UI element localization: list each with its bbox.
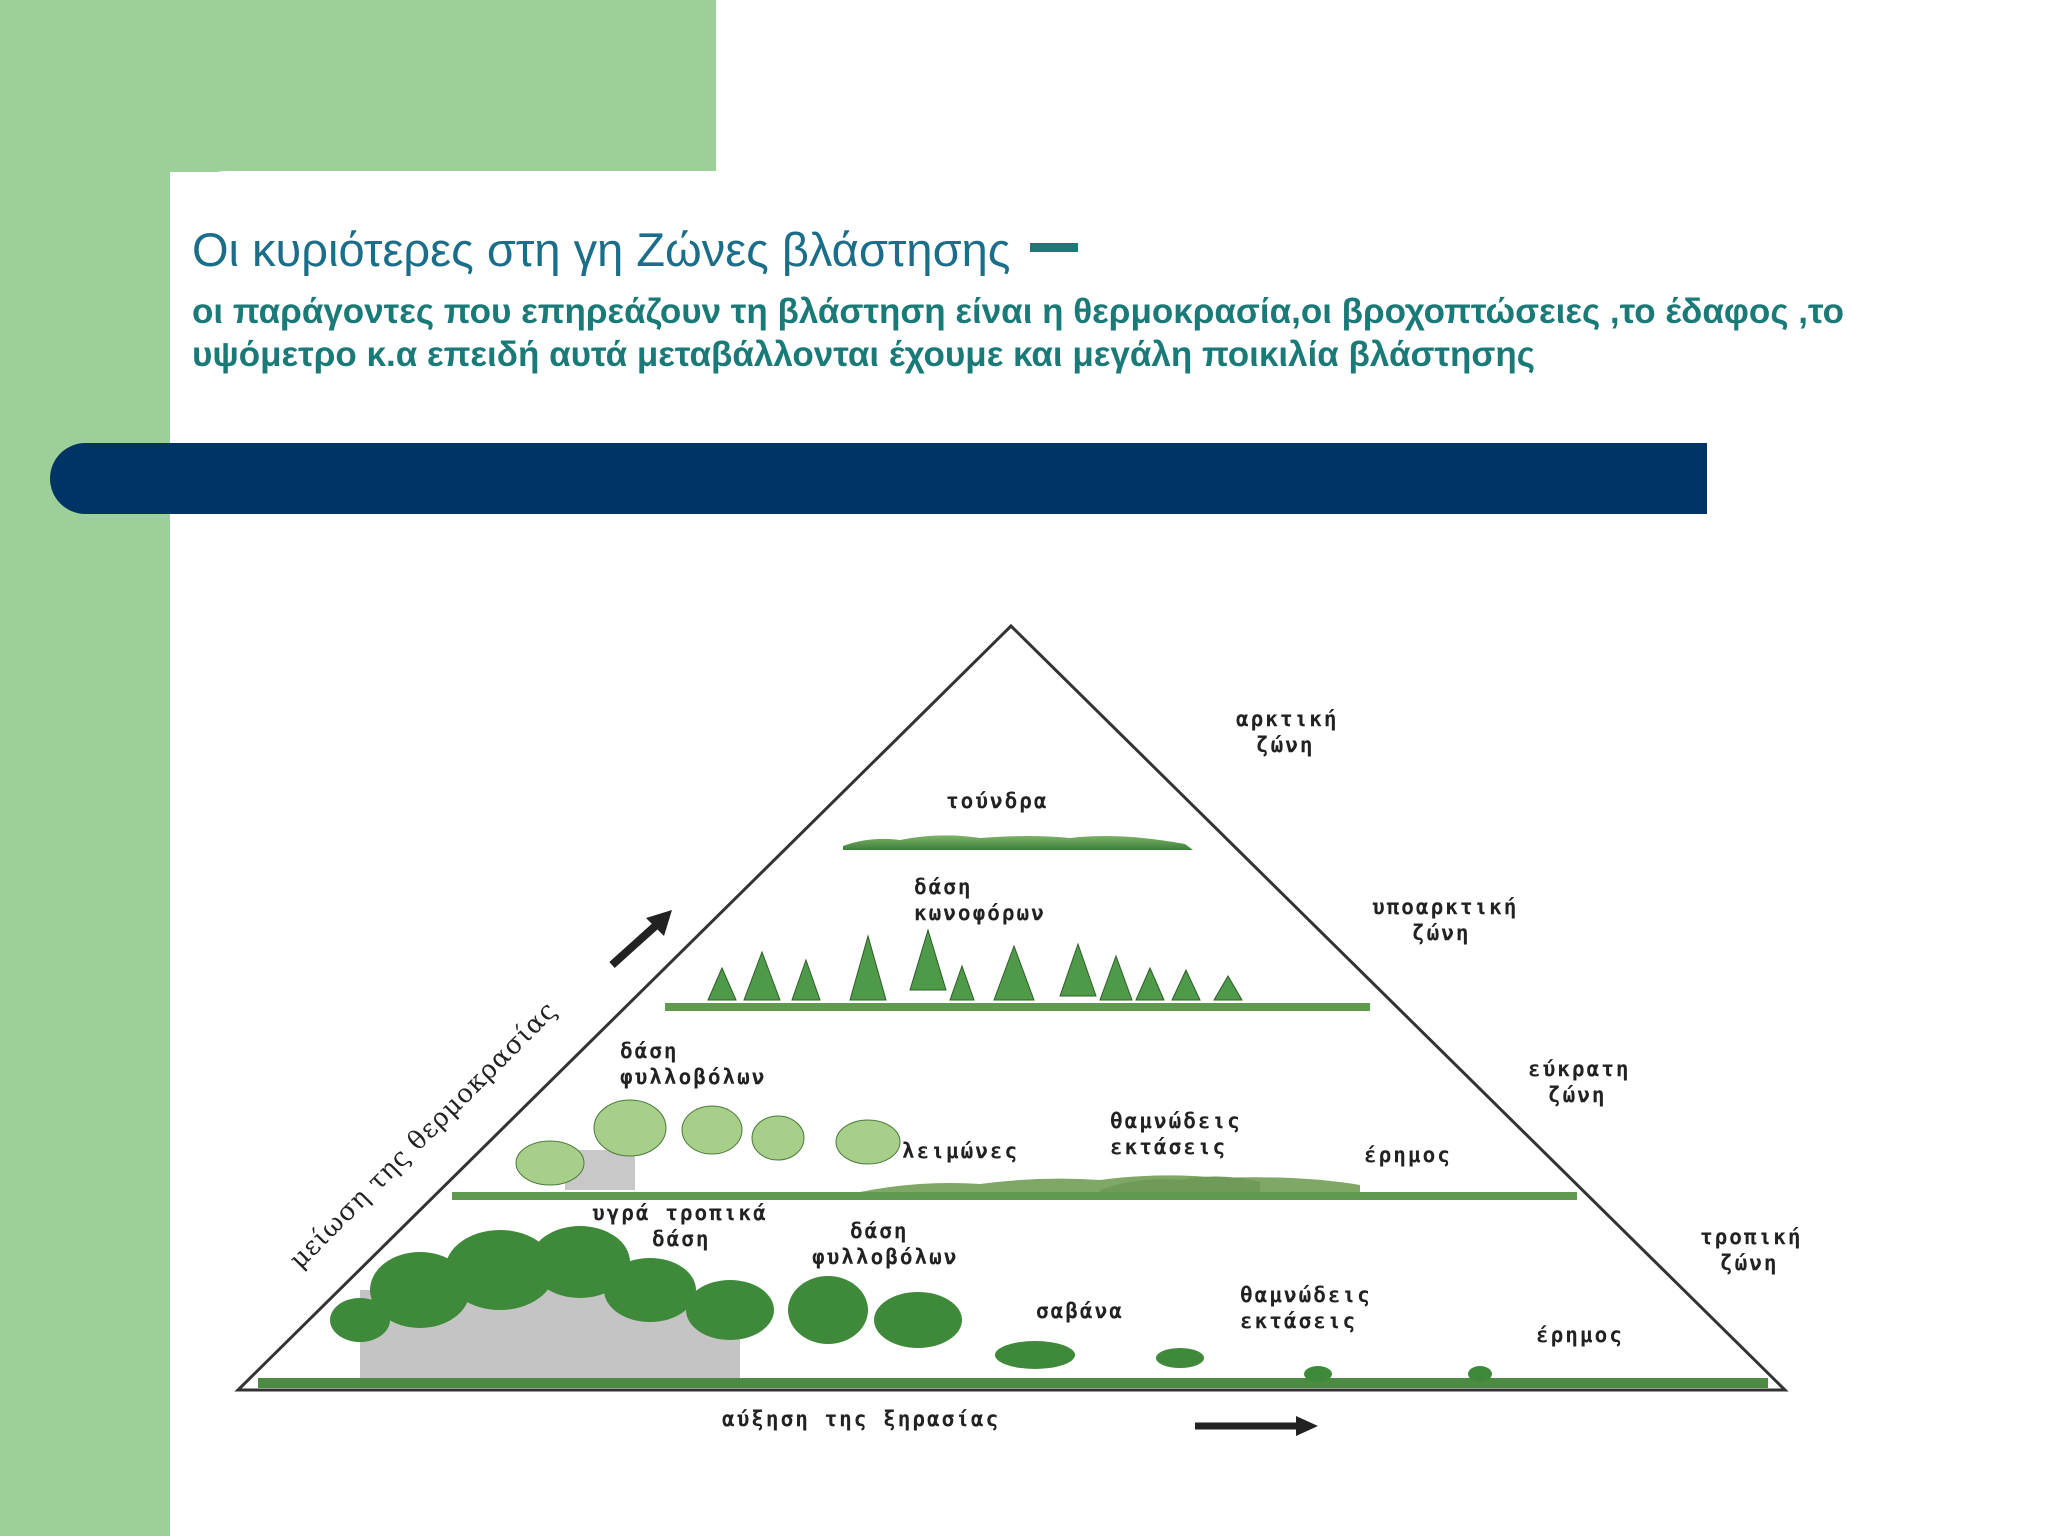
zone-tropical-line2: ζώνη bbox=[1720, 1251, 1779, 1275]
zone-temperate-line2: ζώνη bbox=[1548, 1083, 1607, 1107]
label-tundra: τούνδρα bbox=[946, 789, 1049, 813]
title-dash bbox=[1030, 243, 1079, 252]
label-desert-temperate: έρημος bbox=[1364, 1143, 1452, 1167]
slide-title-text: Οι κυριότερες στη γη Ζώνες βλάστησης bbox=[192, 223, 1011, 276]
label-deciduous-tropical-line2: φυλλοβόλων bbox=[812, 1245, 958, 1269]
label-deciduous-tropical-line1: δάση bbox=[850, 1219, 909, 1243]
tropical-trees bbox=[330, 1226, 1492, 1382]
label-conifer-line2: κωνοφόρων bbox=[914, 901, 1046, 925]
temperature-arrow-icon bbox=[609, 910, 672, 968]
zone-subarctic-line1: υποαρκτική bbox=[1372, 895, 1518, 919]
dryness-arrow-icon bbox=[1195, 1416, 1318, 1436]
axis-temperature-label: μείωση της θερμοκρασίας bbox=[284, 995, 563, 1274]
axis-dryness-label: αύξηση της ξηρασίας bbox=[722, 1407, 1000, 1431]
label-shrubland-temperate-line2: εκτάσεις bbox=[1110, 1135, 1227, 1159]
zone-subarctic-line2: ζώνη bbox=[1412, 921, 1471, 945]
label-savanna: σαβάνα bbox=[1036, 1299, 1124, 1323]
header-bar bbox=[50, 443, 1707, 514]
zone-arctic-line2: ζώνη bbox=[1256, 733, 1315, 757]
label-desert-tropical: έρημος bbox=[1536, 1323, 1624, 1347]
zone-temperate-line1: εύκρατη bbox=[1528, 1057, 1631, 1081]
conifer-trees bbox=[707, 928, 1243, 1001]
label-deciduous-temperate-line1: δάση bbox=[620, 1039, 679, 1063]
label-shrubland-tropical-line2: εκτάσεις bbox=[1240, 1309, 1357, 1333]
label-meadows: λειμώνες bbox=[902, 1139, 1019, 1163]
label-shrubland-temperate-line1: θαμνώδεις bbox=[1110, 1109, 1242, 1133]
label-conifer-line1: δάση bbox=[914, 875, 973, 899]
label-tropical-rain-line1: υγρά τροπικά bbox=[592, 1201, 768, 1225]
left-green-strip bbox=[0, 0, 170, 1536]
slide-title: Οι κυριότερες στη γη Ζώνες βλάστησης bbox=[192, 222, 1079, 277]
zone-arctic-line1: αρκτική bbox=[1236, 707, 1339, 731]
slide-subtitle: οι παράγοντες που επηρεάζουν τη βλάστηση… bbox=[192, 292, 1844, 374]
zone-tropical-line1: τροπική bbox=[1700, 1225, 1803, 1249]
top-green-block bbox=[0, 0, 716, 172]
label-shrubland-tropical-line1: θαμνώδεις bbox=[1240, 1283, 1372, 1307]
label-deciduous-temperate-line2: φυλλοβόλων bbox=[620, 1065, 766, 1089]
deciduous-temperate-trees bbox=[515, 1099, 1260, 1192]
label-tropical-rain-line2: δάση bbox=[652, 1227, 711, 1251]
